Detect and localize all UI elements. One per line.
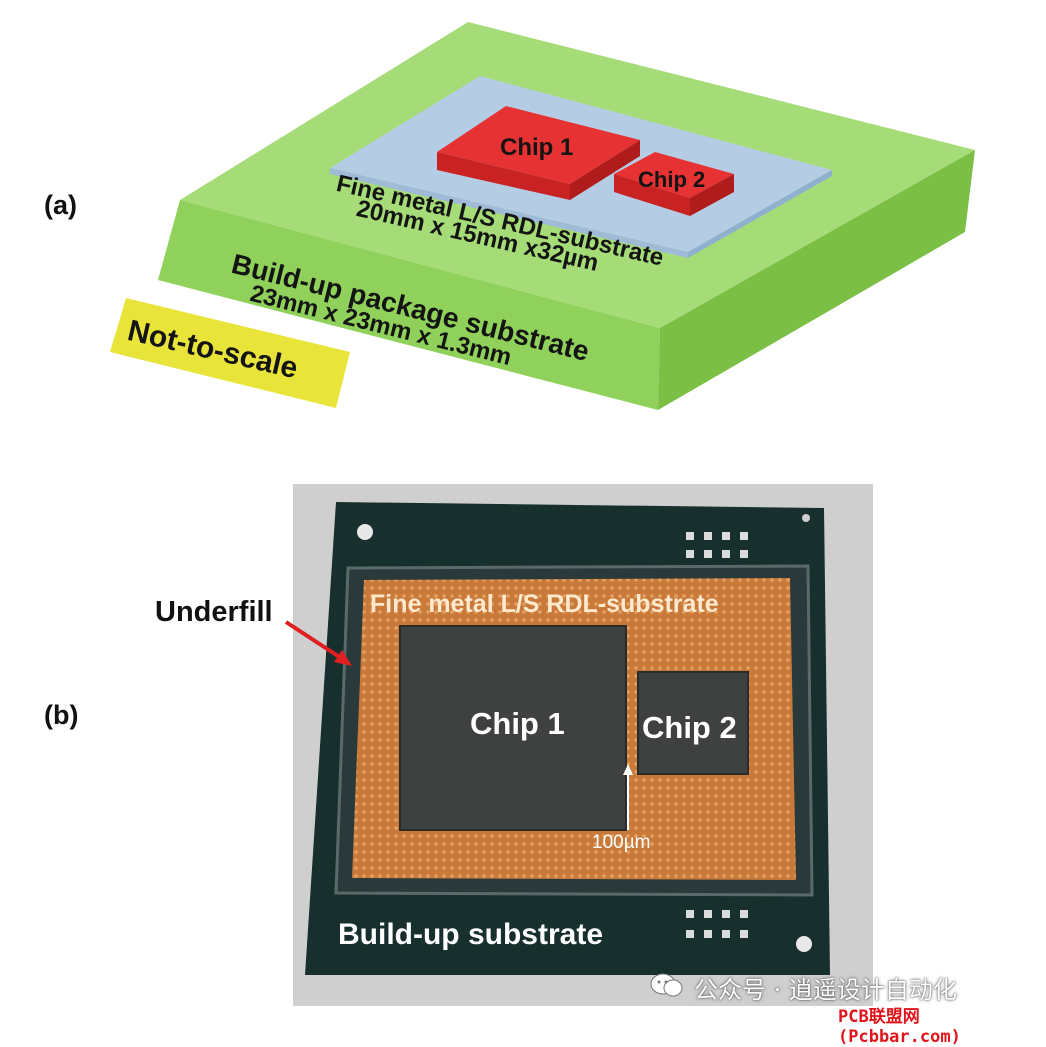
fiducial-top-right — [802, 514, 810, 522]
chip1-label: Chip 1 — [500, 134, 574, 161]
chip2-photo-label: Chip 2 — [642, 710, 737, 745]
buildup-substrate-label: Build-up substrate — [338, 918, 604, 951]
package-substrate-side — [658, 150, 975, 410]
chip2-front — [614, 174, 690, 216]
chip1-die — [399, 625, 627, 831]
underfill-arrowhead — [334, 650, 352, 666]
package-3d-diagram — [110, 22, 975, 410]
package-substrate-front — [158, 200, 660, 410]
chip2-die — [637, 671, 749, 775]
watermark-line2: PCB联盟网 (Pcbbar.com) — [838, 1007, 961, 1047]
underfill-label: Underfill — [155, 596, 273, 628]
rdl-substrate-photo-label: Fine metal L/S RDL-substrate — [370, 590, 719, 618]
mounting-hole-bottom-right — [796, 936, 812, 952]
pad-cluster-top — [686, 532, 748, 558]
wechat-icon-svg — [650, 973, 683, 997]
chip1-front — [437, 152, 570, 200]
gap-arrowhead — [623, 764, 633, 775]
watermark-line1: 公众号 · 逍遥设计自动化 — [694, 976, 957, 1004]
not-to-scale-box — [110, 298, 350, 408]
gap-label: 100µm — [592, 832, 651, 853]
wechat-icon — [650, 972, 684, 998]
chip2-top — [614, 152, 734, 198]
rdl-substrate-edge — [688, 170, 832, 258]
mounting-hole-top-left — [357, 524, 373, 540]
chip1-top — [437, 106, 640, 184]
underfill-arrow — [284, 620, 346, 662]
rdl-substrate-front-edge — [330, 168, 688, 258]
panel-b-label: (b) — [44, 700, 79, 730]
panel-a-label: (a) — [44, 190, 77, 220]
chip2-label: Chip 2 — [638, 167, 706, 192]
chip1-photo-label: Chip 1 — [470, 706, 565, 741]
chip1-side — [570, 140, 640, 200]
pad-cluster-bottom — [686, 910, 748, 938]
chip2-side — [690, 174, 734, 216]
package-photo — [284, 502, 830, 975]
